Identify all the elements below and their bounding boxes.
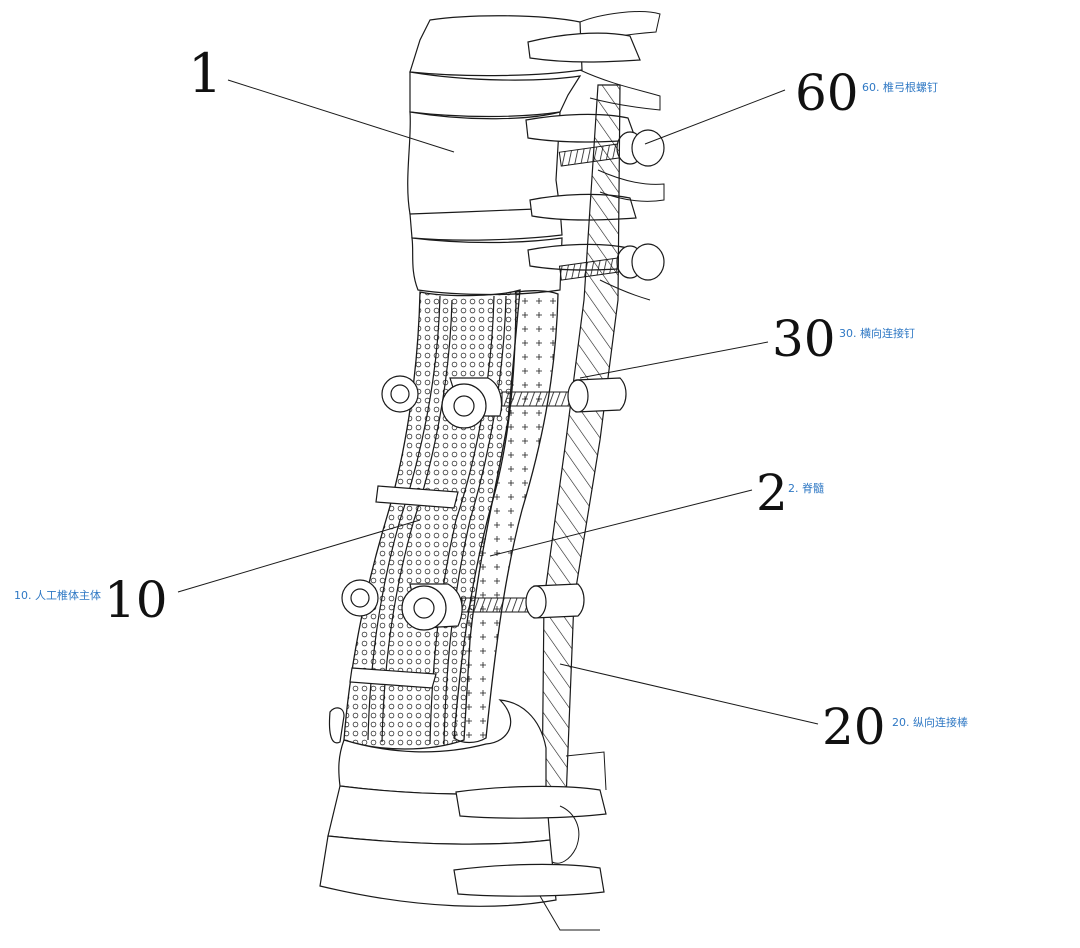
caption-spinal-cord: 2. 脊髓	[788, 481, 824, 495]
leader-lines	[177, 79, 819, 725]
captions: 60. 椎弓根螺钉 30. 横向连接钉 2. 脊髓 10. 人工椎体主体 20.…	[14, 80, 968, 729]
numeral-2: 2	[756, 464, 788, 522]
numeral-20: 20	[822, 698, 886, 756]
lower-vertebrae	[319, 699, 607, 931]
caption-transverse-screw: 30. 横向连接钉	[839, 326, 915, 340]
upper-vertebrae	[407, 11, 665, 301]
numeral-1: 1	[188, 42, 222, 105]
numeral-10: 10	[104, 571, 168, 629]
transverse-screws	[341, 375, 627, 631]
caption-artificial-body: 10. 人工椎体主体	[14, 588, 101, 602]
caption-pedicle-screw: 60. 椎弓根螺钉	[862, 80, 938, 94]
numeral-30: 30	[772, 310, 836, 368]
caption-longitudinal-rod: 20. 纵向连接棒	[892, 715, 968, 729]
reference-numerals: 1 60 30 2 10 20	[104, 42, 886, 756]
numeral-60: 60	[795, 64, 859, 122]
